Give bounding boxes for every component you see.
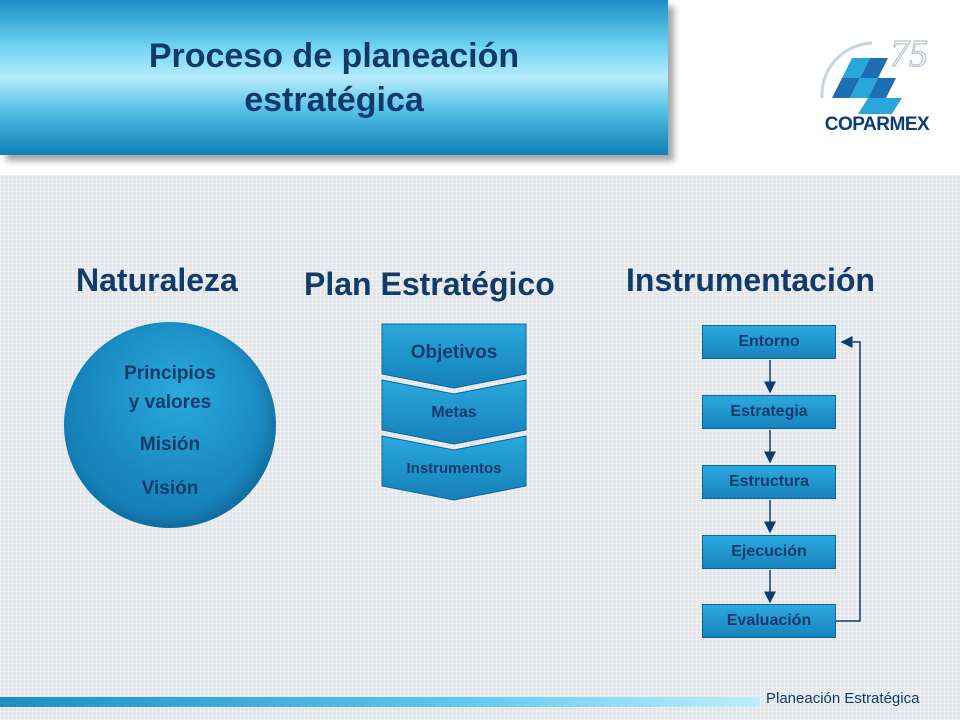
chevron-metas	[381, 379, 527, 445]
chevron-instrumentos	[381, 435, 527, 501]
flow-step-entorno: Entorno	[702, 325, 836, 359]
heading-naturaleza: Naturaleza	[76, 262, 238, 298]
label-instrumentos: Instrumentos	[406, 460, 502, 477]
title-line-2: estratégica	[244, 80, 424, 119]
circle-valores: y valores	[128, 392, 212, 413]
title-banner: Proceso de planeación estratégica	[0, 0, 668, 155]
flow-step-estrategia: Estrategia	[702, 395, 836, 429]
footer-text: Planeación Estratégica	[766, 690, 920, 707]
circle-mision: Misión	[139, 434, 201, 455]
logo-text: COPARMEX	[824, 114, 930, 135]
label-metas: Metas	[431, 404, 477, 421]
plan-chevrons	[381, 323, 527, 501]
circle-principios: Principios	[124, 363, 216, 384]
footer-bar	[0, 697, 760, 707]
flow-step-evaluacion: Evaluación	[702, 604, 836, 638]
naturaleza-circle	[64, 322, 276, 528]
flow-step-ejecucion: Ejecución	[702, 535, 836, 569]
heading-instrumentacion: Instrumentación	[626, 262, 875, 298]
circle-vision: Visión	[141, 478, 199, 499]
label-objetivos: Objetivos	[410, 342, 498, 363]
logo-anniversary: 75	[890, 33, 928, 75]
flow-step-estructura: Estructura	[702, 465, 836, 499]
flow-connectors	[764, 336, 861, 622]
heading-plan-estrategico: Plan Estratégico	[304, 266, 555, 302]
title-line-1: Proceso de planeación	[148, 36, 520, 75]
coparmex-logo-icon: 75	[820, 32, 929, 114]
chevron-objetivos	[381, 323, 527, 389]
